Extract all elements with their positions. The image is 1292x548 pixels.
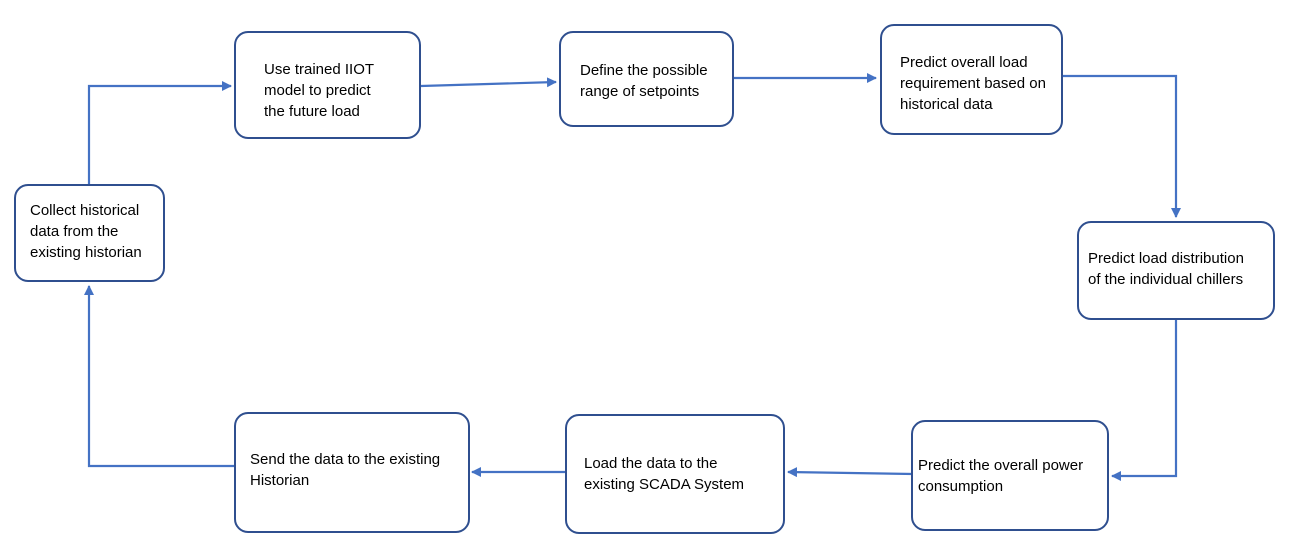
node-send-to-historian: Send the data to the existing Historian [234,412,470,533]
node-label: Define the possible range of setpoints [580,62,708,100]
node-label: Predict load distribution of the individ… [1088,250,1244,288]
node-label: Collect historical data from the existin… [30,202,142,261]
arrow-power-to-scada [787,467,914,478]
node-collect-historical-data: Collect historical data from the existin… [14,184,165,282]
node-label: Predict overall load requirement based o… [900,54,1046,113]
node-label: Predict the overall power consumption [918,457,1084,495]
arrow-historian-to-collect [84,285,237,468]
node-label: Load the data to the existing SCADA Syst… [584,455,745,493]
node-load-to-scada: Load the data to the existing SCADA Syst… [565,414,785,534]
node-predict-overall-load: Predict overall load requirement based o… [880,24,1063,135]
arrow-model-to-define [420,77,557,88]
arrow-overall-to-distribution [1061,74,1181,218]
node-predict-power-consumption: Predict the overall power consumption [911,420,1109,531]
node-predict-load-distribution: Predict load distribution of the individ… [1077,221,1275,320]
node-label: Send the data to the existing Historian [250,451,441,489]
node-define-setpoint-range: Define the possible range of setpoints [559,31,734,127]
arrow-collect-to-model [87,81,232,184]
node-label: Use trained IIOT model to predict the fu… [264,61,375,120]
node-use-trained-model: Use trained IIOT model to predict the fu… [234,31,421,139]
arrow-distribution-to-power [1111,320,1178,481]
